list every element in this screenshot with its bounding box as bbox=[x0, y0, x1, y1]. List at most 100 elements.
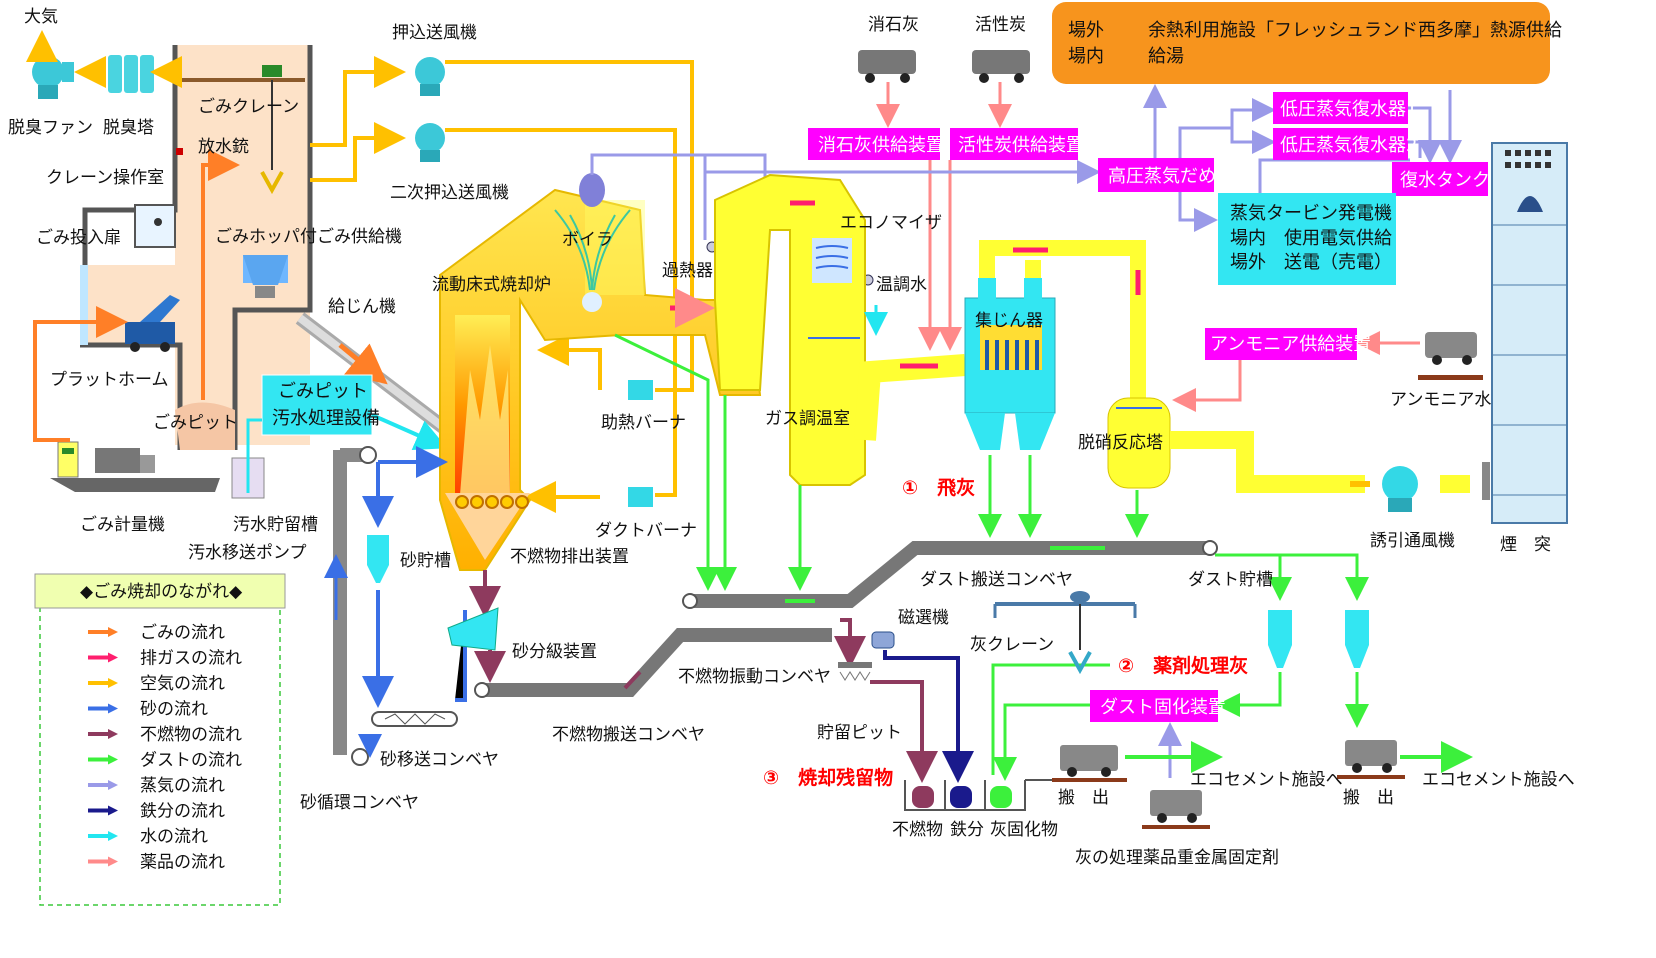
carry-out-truck-2-icon bbox=[1337, 740, 1405, 779]
dust-collector bbox=[964, 278, 1056, 450]
label-crane-room: クレーン操作室 bbox=[46, 168, 164, 188]
label-hopper-feeder: ごみホッパ付ごみ供給機 bbox=[215, 227, 402, 247]
legend-title: ◆ごみ焼却のながれ◆ bbox=[80, 582, 243, 602]
lime-feeder-box bbox=[808, 128, 940, 160]
legend-arrowhead bbox=[108, 831, 118, 841]
label-ammonia-feed: アンモニア供給装置 bbox=[1210, 334, 1371, 355]
label-chem-ash: ② 薬剤処理灰 bbox=[1118, 654, 1248, 677]
lime-truck-icon bbox=[858, 50, 916, 83]
turbine-generator-box bbox=[1218, 193, 1396, 285]
label-carbon: 活性炭 bbox=[975, 15, 1026, 35]
label-duct-burner: ダクトバーナ bbox=[595, 521, 697, 541]
label-lime-feed: 消石灰供給装置 bbox=[818, 135, 944, 156]
waste-heat-box bbox=[1052, 2, 1550, 84]
label-fly-ash: ① 飛灰 bbox=[902, 476, 975, 499]
dust-solidifier-box bbox=[1090, 690, 1218, 722]
legend-item-label: 薬品の流れ bbox=[140, 853, 225, 873]
label-turbine-l3: 場外 送電（売電） bbox=[1230, 252, 1392, 273]
label-turbine-l1: 蒸気タービン発電機 bbox=[1230, 203, 1392, 224]
label-lp-cond2: 低圧蒸気復水器2 bbox=[1280, 135, 1417, 156]
legend: ◆ごみ焼却のながれ◆ ごみの流れ排ガスの流れ空気の流れ砂の流れ不燃物の流れダスト… bbox=[34, 573, 286, 906]
label-sand-circ: 砂循環コンベヤ bbox=[300, 793, 419, 813]
label-carry-out1: 搬 出 bbox=[1058, 788, 1109, 808]
pit-sewage-treatment-box bbox=[261, 374, 373, 436]
fixing-agent-truck-icon bbox=[1142, 790, 1210, 829]
label-gomi-door: ごみ投入扉 bbox=[36, 228, 121, 248]
weighing-scale-icon bbox=[50, 441, 220, 492]
legend-item-label: ダストの流れ bbox=[140, 751, 242, 771]
label-bin-ash: 灰固化物 bbox=[990, 820, 1058, 840]
label-aux-burner: 助熱バーナ bbox=[601, 413, 686, 433]
secondary-push-fan-icon bbox=[415, 123, 445, 162]
label-pit-line1: ごみピット bbox=[278, 381, 368, 402]
label-lime: 消石灰 bbox=[868, 15, 919, 35]
fluidized-bed-furnace bbox=[439, 188, 762, 571]
dust-silo-2-icon bbox=[1345, 610, 1369, 668]
sand-conveyor bbox=[371, 711, 458, 727]
sand-tank-icon bbox=[367, 535, 389, 583]
legend-arrowhead bbox=[108, 703, 118, 714]
label-weigh: ごみ計量機 bbox=[80, 515, 165, 535]
legend-item-label: 排ガスの流れ bbox=[140, 649, 242, 669]
deodorizing-fan-icon bbox=[32, 56, 74, 99]
label-storage-pit: 貯留ピット bbox=[817, 723, 902, 743]
label-sec-push-fan: 二次押込送風機 bbox=[390, 183, 509, 203]
boiler-drum bbox=[554, 173, 645, 312]
label-heat-l1b: 余熱利用施設「フレッシュランド西多摩」熱源供給 bbox=[1148, 20, 1562, 41]
label-bin-iron: 鉄分 bbox=[950, 820, 984, 840]
label-carbon-feed: 活性炭供給装置 bbox=[958, 135, 1084, 156]
gas-conditioning-tower bbox=[714, 173, 866, 486]
label-pit-line2: 汚水処理設備 bbox=[272, 408, 380, 429]
dust-silo-1-icon bbox=[1268, 610, 1292, 668]
stack bbox=[1482, 142, 1568, 524]
label-deodor-fan: 脱臭ファン bbox=[8, 118, 93, 138]
label-dust-coll: 集じん器 bbox=[975, 311, 1043, 331]
duct-burner-icon bbox=[628, 487, 653, 507]
legend-item-label: 蒸気の流れ bbox=[140, 776, 225, 796]
deodorizing-tower-icon bbox=[108, 55, 154, 93]
label-sand-conveyor: 砂移送コンベヤ bbox=[380, 750, 499, 770]
label-kyujinki: 給じん機 bbox=[328, 297, 396, 317]
legend-arrowhead bbox=[108, 627, 118, 637]
diagram-labels: 大気 脱臭ファン 脱臭塔 ごみクレーン 放水銃 クレーン操作室 ごみ投入扉 ごみ… bbox=[8, 7, 1575, 868]
storage-bins bbox=[904, 779, 1080, 811]
legend-arrowhead bbox=[108, 729, 118, 739]
label-denox: 脱硝反応塔 bbox=[1078, 433, 1163, 453]
ammonia-feeder-box bbox=[1205, 328, 1357, 360]
label-carry-out2: 搬 出 bbox=[1343, 788, 1394, 808]
legend-item-label: 空気の流れ bbox=[140, 674, 225, 694]
legend-arrowhead bbox=[108, 805, 118, 816]
label-sewage-tank: 汚水貯留槽 bbox=[233, 515, 318, 535]
label-cond-tank: 復水タンク bbox=[1400, 170, 1490, 191]
legend-arrowhead bbox=[108, 678, 118, 688]
label-lp-cond1: 低圧蒸気復水器1 bbox=[1280, 99, 1417, 120]
label-sand-tank: 砂貯槽 bbox=[400, 551, 451, 571]
legend-arrowhead bbox=[108, 856, 118, 867]
label-superheater: 過熱器 bbox=[662, 261, 713, 281]
label-bin-incomb: 不燃物 bbox=[892, 820, 943, 840]
garbage-truck-icon bbox=[125, 295, 180, 352]
label-gomi-crane: ごみクレーン bbox=[198, 97, 299, 117]
label-boiler: ボイラ bbox=[562, 230, 613, 250]
label-incomb-conv: 不燃物搬送コンベヤ bbox=[552, 725, 705, 745]
label-ecocement1: エコセメント施設へ bbox=[1190, 770, 1343, 790]
label-sewage-pump: 汚水移送ポンプ bbox=[188, 543, 307, 563]
condensate-tank-box bbox=[1392, 162, 1488, 196]
label-sand-classifier: 砂分級装置 bbox=[512, 642, 597, 662]
ash-crane-icon bbox=[993, 591, 1137, 675]
label-furnace: 流動床式焼却炉 bbox=[432, 275, 551, 295]
legend-arrowhead bbox=[108, 652, 118, 663]
label-heat-l1a: 場外 bbox=[1068, 20, 1104, 41]
magnetic-separator-icon bbox=[871, 631, 895, 649]
label-ammonia-water: アンモニア水 bbox=[1390, 390, 1491, 410]
label-heavy-metal: 灰の処理薬品重金属固定剤 bbox=[1075, 848, 1279, 868]
label-ecocement2: エコセメント施設へ bbox=[1422, 770, 1575, 790]
label-taiki: 大気 bbox=[24, 7, 58, 27]
label-deodor-tower: 脱臭塔 bbox=[103, 118, 154, 138]
lp-condenser-2-box bbox=[1273, 128, 1408, 160]
label-gomi-pit: ごみピット bbox=[153, 413, 238, 433]
label-housuijuu: 放水銃 bbox=[198, 137, 249, 157]
legend-item-label: 水の流れ bbox=[140, 827, 208, 847]
label-induced-fan: 誘引通風機 bbox=[1370, 531, 1455, 551]
